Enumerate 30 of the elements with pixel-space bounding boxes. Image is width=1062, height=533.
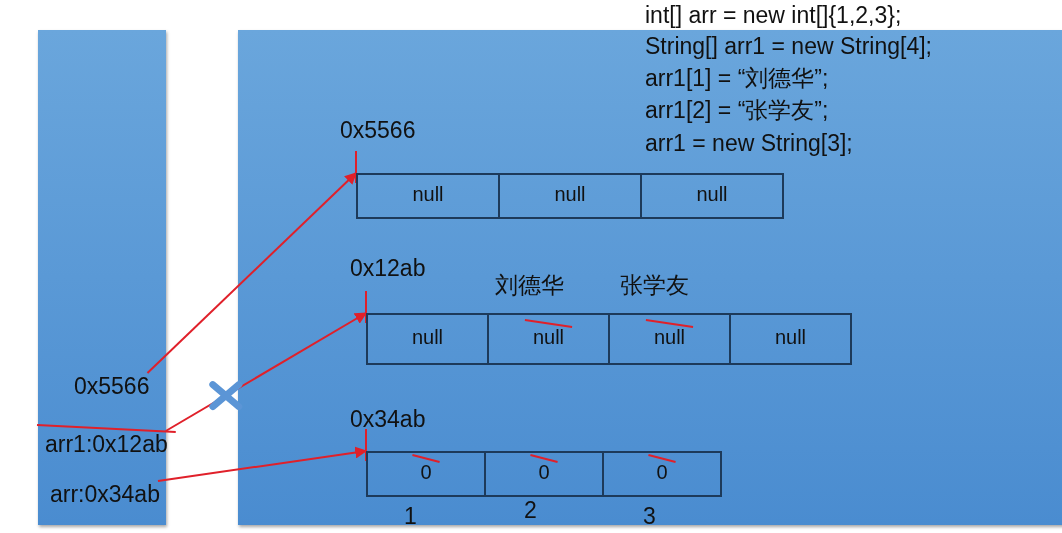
address-label: 0x5566	[340, 117, 416, 143]
array-cell: null	[487, 313, 610, 365]
memory-panel	[38, 30, 166, 525]
arrow	[156, 446, 368, 482]
value-label: 张学友	[620, 272, 689, 298]
array-cell: null	[366, 313, 489, 365]
code-line: arr1[2] = “张学友”;	[645, 97, 829, 123]
address-label: 0x34ab	[350, 406, 426, 432]
array-cell: null	[608, 313, 731, 365]
array-cell: null	[729, 313, 852, 365]
array-cell: null	[498, 173, 642, 219]
array-cell: null	[640, 173, 784, 219]
stack-variable: 0x5566	[74, 373, 150, 399]
code-line: String[] arr1 = new String[4];	[645, 33, 932, 59]
value-label: 刘德华	[495, 272, 564, 298]
code-line: arr1[1] = “刘德华”;	[645, 65, 829, 91]
array-cell: 0	[366, 451, 486, 497]
value-label: 3	[643, 503, 656, 529]
array-cell: null	[356, 173, 500, 219]
address-label: 0x12ab	[350, 255, 426, 281]
value-label: 1	[404, 503, 417, 529]
arrow	[164, 312, 368, 432]
array-cell: 0	[484, 451, 604, 497]
array-cell: 0	[602, 451, 722, 497]
memory-panel	[238, 30, 1062, 525]
code-line: int[] arr = new int[]{1,2,3};	[645, 2, 902, 28]
value-label: 2	[524, 497, 537, 523]
code-line: arr1 = new String[3];	[645, 130, 853, 156]
arrow	[146, 172, 357, 374]
stack-variable: arr:0x34ab	[50, 481, 160, 507]
